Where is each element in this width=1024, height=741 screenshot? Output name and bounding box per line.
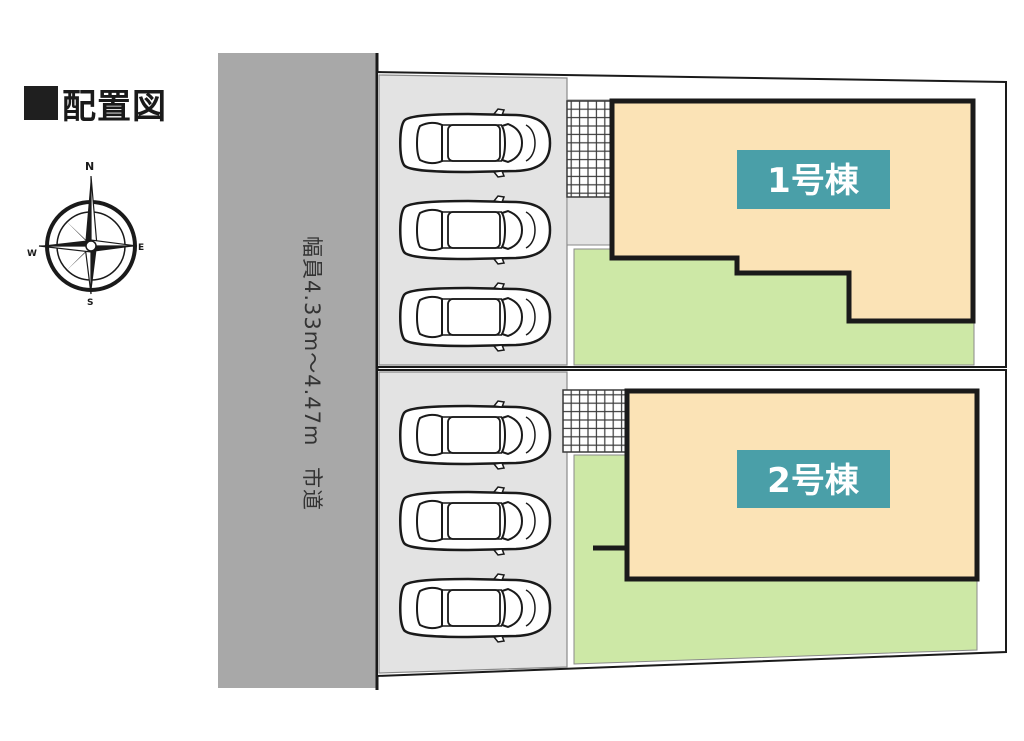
compass-east-label: E [138, 243, 144, 253]
car-icon [399, 573, 552, 643]
tile-approach-2 [562, 389, 628, 453]
road-width-label: 幅員4.33m～4.47m [300, 236, 324, 446]
compass-rose-icon: N S W E [27, 160, 144, 306]
building-2-label: 2号棟 [767, 461, 860, 501]
car-icon [399, 400, 552, 470]
road-name-label: 市道 [300, 467, 324, 511]
building-1-label: 1号棟 [767, 161, 860, 201]
city-road [218, 53, 376, 688]
title-text: 配置図 [62, 86, 167, 127]
building-2-label-bg [737, 450, 890, 508]
building-1-label-bg [737, 150, 890, 209]
car-icon [399, 486, 552, 556]
tile-approach-1 [566, 100, 612, 198]
compass-north-label: N [85, 160, 94, 173]
car-icon [399, 282, 552, 352]
compass-south-label: S [87, 298, 93, 306]
car-icon [399, 108, 552, 178]
diagram-title: 配置図 [24, 82, 167, 127]
compass-west-label: W [27, 249, 37, 259]
car-icon [399, 195, 552, 265]
title-square-icon [24, 86, 58, 120]
parking-cars [399, 108, 552, 643]
